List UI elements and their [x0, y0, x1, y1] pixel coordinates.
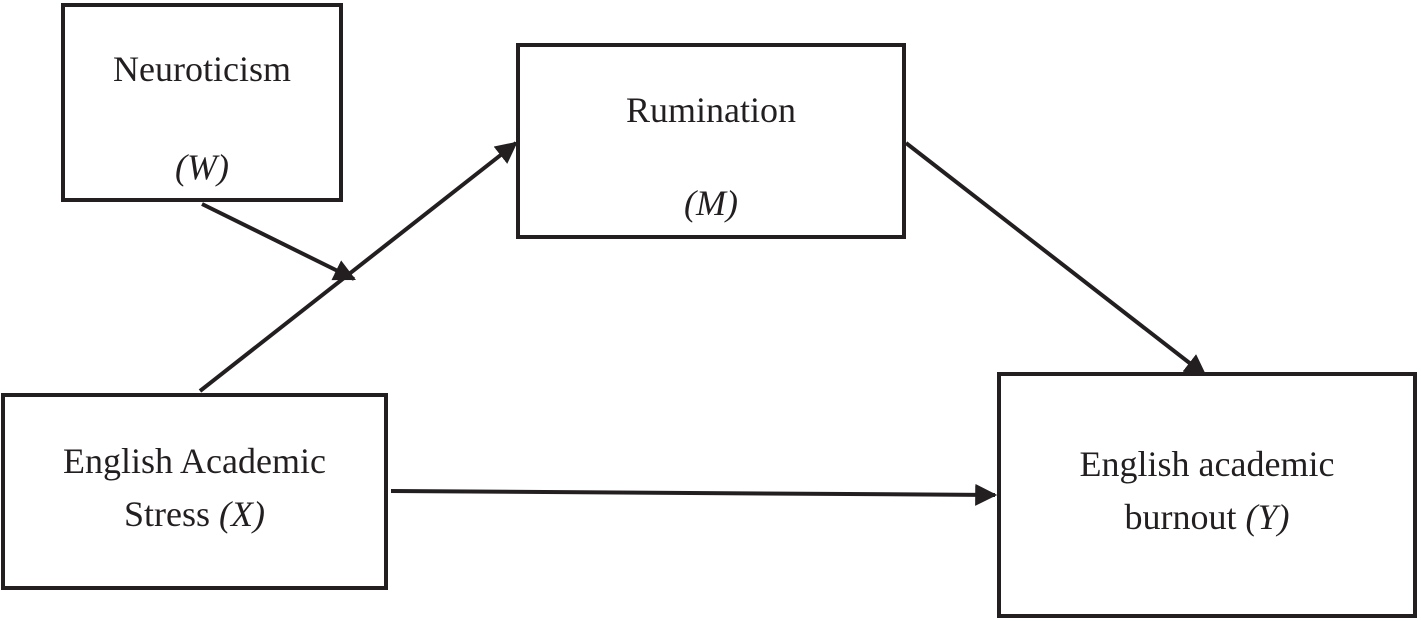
node-burnout-symbol: (Y) — [1245, 497, 1290, 537]
arrow-w-moderation — [201, 202, 356, 281]
node-burnout-label-line2: burnout (Y) — [1001, 499, 1413, 535]
node-stress-symbol: (X) — [219, 494, 265, 534]
node-neuroticism-symbol: (W) — [175, 147, 229, 187]
node-rumination: Rumination (M) — [516, 43, 906, 239]
node-rumination-symbol: (M) — [684, 183, 738, 223]
node-english-academic-burnout: English academic burnout (Y) — [997, 372, 1417, 618]
node-burnout-label-line1: English academic — [1079, 444, 1335, 484]
node-stress-label-word: Stress — [124, 494, 211, 534]
node-rumination-label: Rumination — [626, 90, 796, 130]
node-burnout-label-word: burnout — [1124, 497, 1237, 537]
node-neuroticism-label: Neuroticism — [113, 49, 291, 89]
arrow-m-to-y — [904, 141, 1207, 377]
node-neuroticism: Neuroticism (W) — [61, 3, 343, 202]
arrow-x-to-m — [198, 141, 518, 393]
node-stress-label-line2: Stress (X) — [5, 496, 384, 532]
node-stress-label-line1: English Academic — [63, 441, 326, 481]
arrow-x-to-y — [390, 483, 998, 506]
node-english-academic-stress: English Academic Stress (X) — [1, 393, 388, 590]
